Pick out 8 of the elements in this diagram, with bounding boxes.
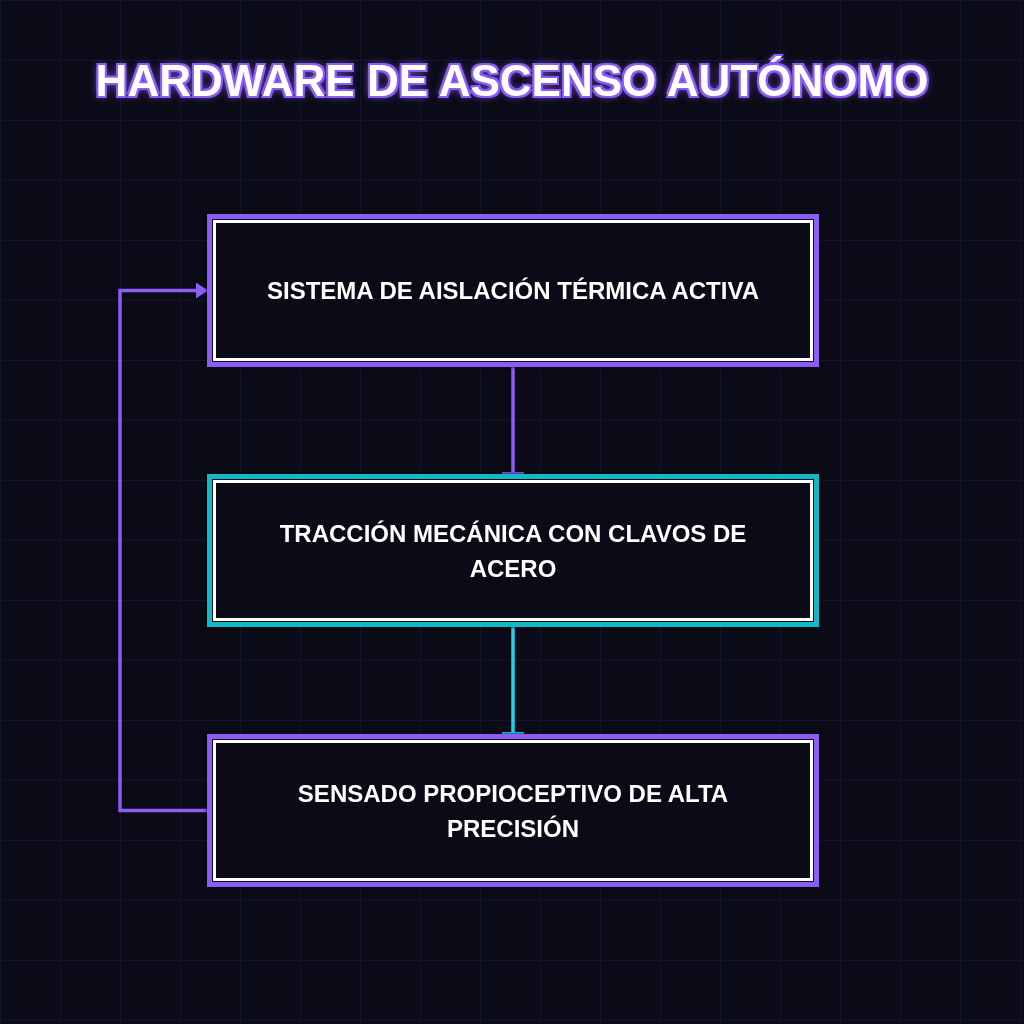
connector-arrow (118, 282, 208, 813)
process-box (207, 474, 819, 627)
diagram-title: HARDWARE DE ASCENSO AUTÓNOMO (94, 56, 930, 106)
process-box (207, 214, 819, 367)
box-label: TRACCIÓN MECÁNICA CON CLAVOS DE ACERO (278, 518, 748, 584)
box-label: SENSADO PROPIOCEPTIVO DE ALTA PRECISIÓN (296, 778, 730, 844)
process-box (207, 734, 819, 887)
box-label: SISTEMA DE AISLACIÓN TÉRMICA ACTIVA (267, 276, 759, 306)
